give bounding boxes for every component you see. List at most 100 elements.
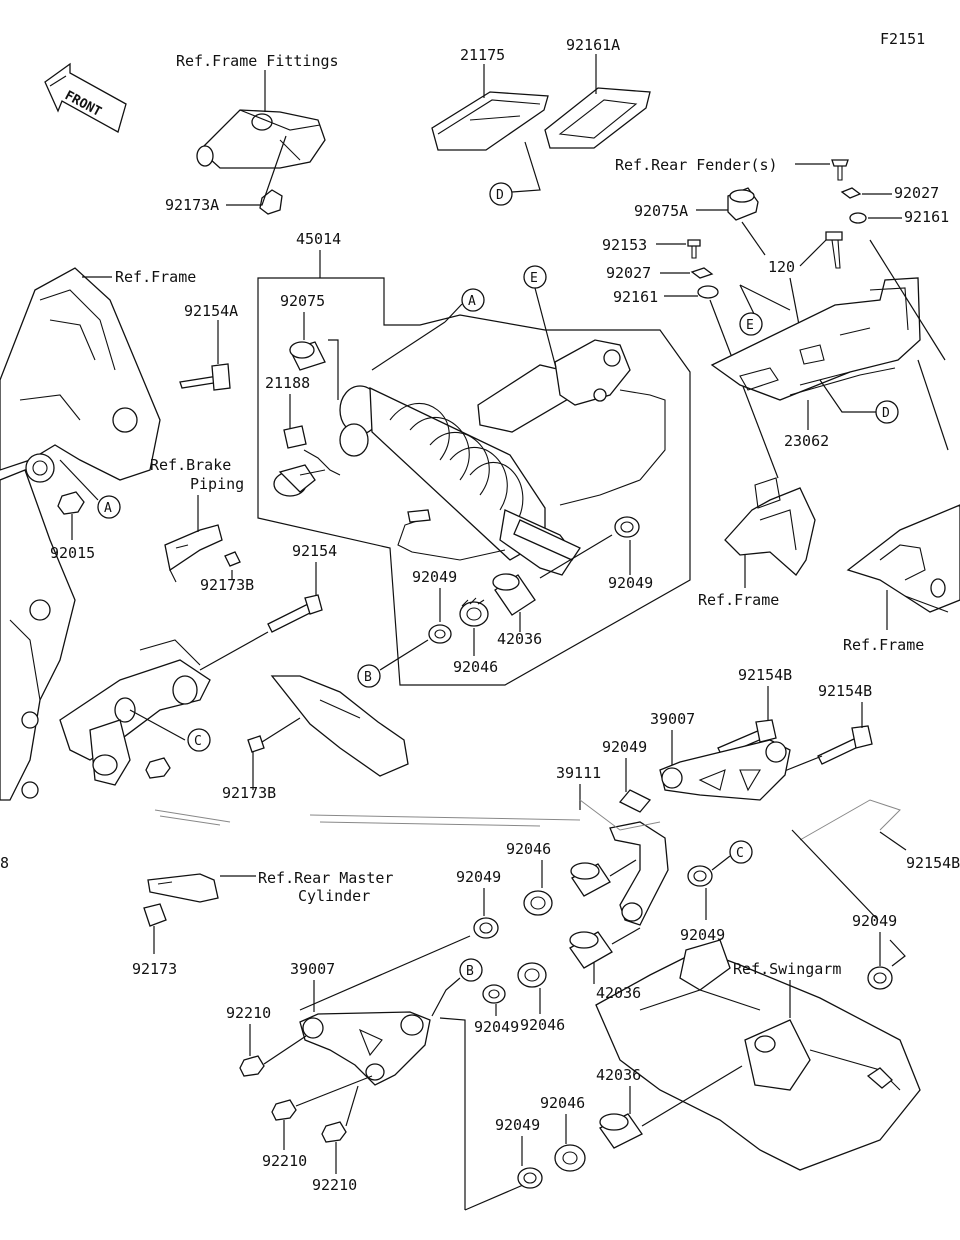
- frame-right-drawing: [846, 504, 960, 613]
- seal-92049-f: [867, 966, 893, 990]
- svg-text:E: E: [530, 271, 538, 286]
- nut-92210-c: [321, 1121, 347, 1143]
- callout-B-lower: [459, 958, 483, 982]
- brake-line-guard: [270, 675, 409, 777]
- part-39111: 39111: [556, 764, 601, 782]
- part-21188: 21188: [265, 374, 310, 392]
- part-92154B-1: 92154B: [738, 666, 792, 684]
- part-120: 120: [768, 258, 795, 276]
- part-45014: 45014: [296, 230, 341, 248]
- nut-92161-r: [849, 212, 867, 224]
- spacer-92075A: [727, 187, 759, 221]
- ref-rear-master-2: Cylinder: [298, 887, 370, 905]
- seal-92049-e: [687, 865, 713, 887]
- part-92154B-3: 92154B: [906, 854, 960, 872]
- callout-B-shock: [357, 664, 381, 688]
- part-92154B-2: 92154B: [818, 682, 872, 700]
- part-92015: 92015: [50, 544, 95, 562]
- part-39007-r: 39007: [650, 710, 695, 728]
- brake-piping-bracket: [164, 524, 223, 583]
- part-92153: 92153: [602, 236, 647, 254]
- part-92046-c: 92046: [520, 1016, 565, 1034]
- ref-frame-fittings: Ref.Frame Fittings: [176, 52, 339, 70]
- part-92161A: 92161A: [566, 36, 620, 54]
- part-92173: 92173: [132, 960, 177, 978]
- part-92049-h: 92049: [495, 1116, 540, 1134]
- part-92161-r: 92161: [904, 208, 949, 226]
- nut-92015: [57, 491, 85, 515]
- part-92161-m: 92161: [613, 288, 658, 306]
- link-plate-39007-right: [659, 739, 791, 801]
- figure-code: F2151: [880, 30, 925, 48]
- ref-frame-left: Ref.Frame: [115, 268, 196, 286]
- part-42036-b: 42036: [596, 984, 641, 1002]
- part-92046-a: 92046: [453, 658, 498, 676]
- callout-A-left: [97, 495, 121, 519]
- bolt-92154A: [179, 363, 231, 391]
- part-92210-a: 92210: [226, 1004, 271, 1022]
- callout-C-left: [187, 728, 211, 752]
- part-edge-8: 8: [0, 854, 9, 872]
- svg-text:B: B: [364, 670, 372, 685]
- front-arrow-icon: FRONT: [44, 62, 127, 133]
- bolt-92154: [267, 594, 323, 633]
- sensor-21188: [273, 425, 341, 497]
- svg-text:D: D: [496, 188, 504, 203]
- svg-text:E: E: [746, 318, 754, 333]
- seal-92049-c: [618, 789, 652, 813]
- svg-text:B: B: [466, 964, 474, 979]
- svg-text:C: C: [736, 846, 744, 861]
- frame-fittings-drawing: [196, 109, 326, 215]
- part-92049-f: 92049: [852, 912, 897, 930]
- ref-frame-mid: Ref.Frame: [698, 591, 779, 609]
- washer-92027-m: [690, 267, 714, 279]
- ref-rear-master-1: Ref.Rear Master: [258, 869, 393, 887]
- callout-C-right: [729, 840, 753, 864]
- cover-92161A: [544, 87, 651, 149]
- bracket-23062: [710, 277, 921, 401]
- nut-92210-a: [239, 1055, 265, 1077]
- swingarm-drawing: [595, 939, 921, 1171]
- part-92049-c: 92049: [602, 738, 647, 756]
- seal-92049-h: [517, 1167, 543, 1189]
- svg-text:C: C: [194, 734, 202, 749]
- bolt-92154B-2: [817, 725, 873, 765]
- shock-absorber-45014: [339, 339, 666, 576]
- part-23062: 23062: [784, 432, 829, 450]
- part-92046-b: 92046: [506, 840, 551, 858]
- nut-92210-b: [271, 1099, 297, 1121]
- part-92046-d: 92046: [540, 1094, 585, 1112]
- rear-master-bracket: [143, 873, 219, 927]
- part-92075A: 92075A: [634, 202, 688, 220]
- part-21175: 21175: [460, 46, 505, 64]
- part-42036-a: 42036: [497, 630, 542, 648]
- callout-D-right: [875, 400, 899, 424]
- part-39007-l: 39007: [290, 960, 335, 978]
- bearing-92046-d: [554, 1144, 586, 1172]
- collar-42036-a: [492, 573, 536, 616]
- ref-swingarm: Ref.Swingarm: [733, 960, 841, 978]
- screw-top-right: [831, 159, 849, 181]
- part-92075: 92075: [280, 292, 325, 310]
- collar-mid: [570, 862, 611, 897]
- clip-92173B-1: [224, 551, 241, 567]
- part-92173A: 92173A: [165, 196, 219, 214]
- spacer-92075: [289, 341, 326, 371]
- part-92154A: 92154A: [184, 302, 238, 320]
- collar-42036-b: [569, 931, 613, 969]
- part-92049-g: 92049: [474, 1018, 519, 1036]
- callout-D-top: [489, 182, 513, 206]
- seal-92049-b: [614, 516, 640, 538]
- nut-left-lower: [145, 757, 171, 779]
- callout-E-right: [739, 312, 763, 336]
- rocker-39111: [609, 821, 669, 926]
- part-92173B-1: 92173B: [200, 576, 254, 594]
- bolt-92153: [687, 239, 701, 259]
- part-92154: 92154: [292, 542, 337, 560]
- nut-92161-m: [697, 285, 719, 299]
- callout-A-top: [461, 288, 485, 312]
- cover-21175: [431, 91, 549, 151]
- part-92027-r: 92027: [894, 184, 939, 202]
- frame-mid-drawing: [724, 477, 816, 576]
- part-92027-m: 92027: [606, 264, 651, 282]
